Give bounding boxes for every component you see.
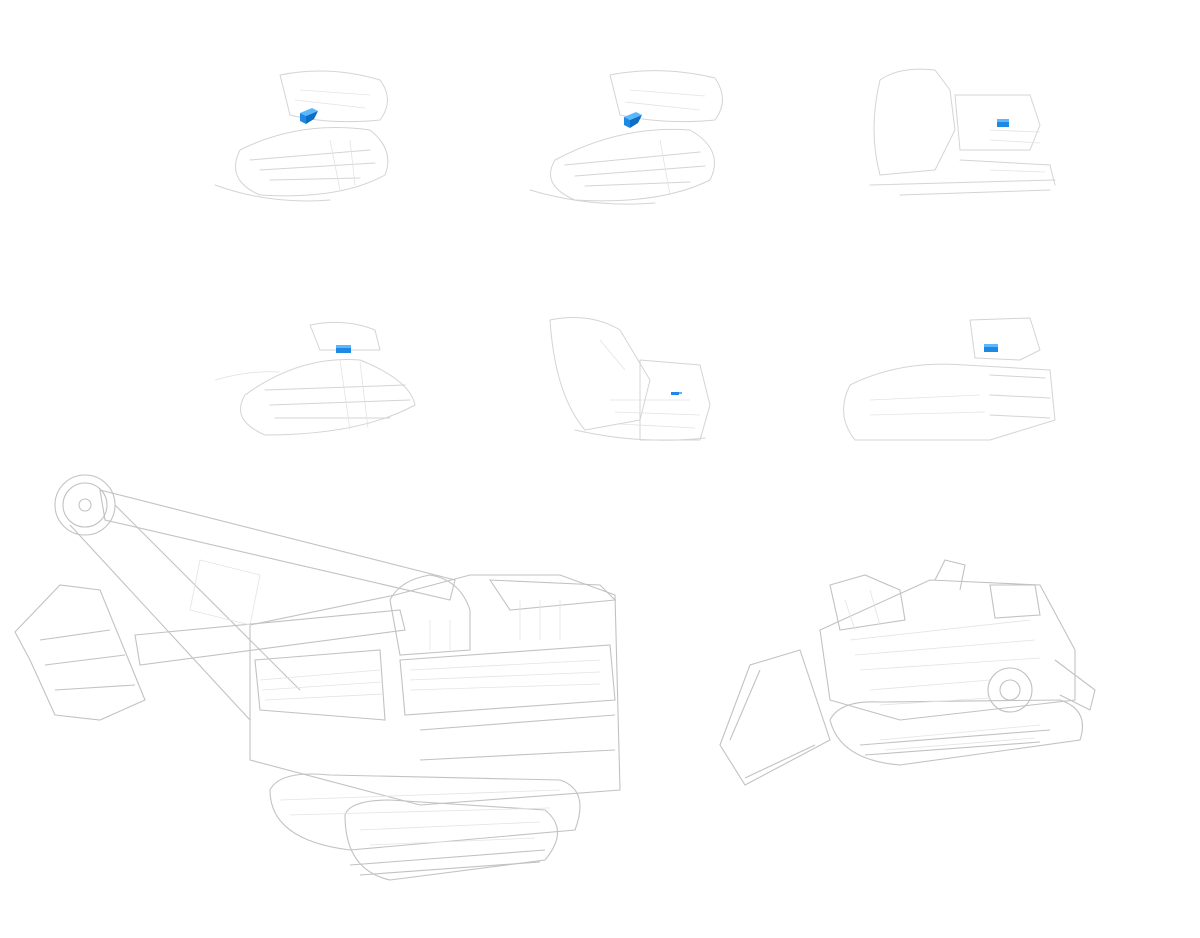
view-1: [214, 70, 389, 202]
highlight-small-part: [671, 392, 682, 395]
bulldozer: [719, 559, 1096, 786]
view-6: [843, 317, 1056, 441]
highlight-block-part: [336, 345, 351, 353]
view-4: [214, 321, 416, 436]
highlight-block-part: [984, 344, 998, 352]
mining-shovel: [14, 474, 621, 881]
highlight-block-part: [997, 119, 1009, 127]
view-3: [869, 68, 1056, 196]
view-5: [549, 317, 711, 441]
highlight-wedge-part: [624, 112, 642, 128]
highlight-wedge-part: [300, 108, 318, 124]
view-2: [529, 70, 723, 205]
